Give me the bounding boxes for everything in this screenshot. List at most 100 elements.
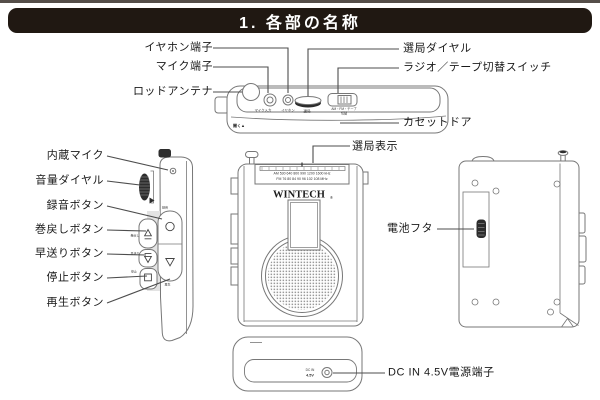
leader-fast-forward-button (106, 253, 147, 256)
callout-tuning-dial: 選局ダイヤル (403, 42, 472, 55)
callout-volume-dial: 音量ダイヤル (35, 174, 104, 187)
screw-1 (471, 179, 479, 187)
bottom-view (232, 336, 363, 392)
cassette-window (287, 199, 321, 251)
callout-dc-in-jack: DC IN 4.5V電源端子 (388, 366, 495, 379)
wintech-logo: WINTECH (273, 190, 325, 201)
bottom-face-band (244, 359, 357, 383)
ff-marking: 早送り (130, 251, 139, 256)
dc-marking-row2: 4.5V (306, 374, 314, 378)
battery-door-grip (476, 219, 486, 238)
volume-pointer (149, 197, 155, 204)
dc-jack-inner (324, 369, 330, 376)
screw-3 (553, 180, 561, 188)
earphone-jack-inner (285, 97, 291, 103)
screw-7 (547, 308, 554, 316)
callout-tuning-display: 選局表示 (352, 140, 398, 153)
antenna-knob-cap (245, 151, 259, 158)
back-view (458, 150, 587, 328)
grip-ribs (478, 223, 485, 236)
fast-forward-glyph (143, 253, 153, 264)
leader-mic-jack (213, 66, 269, 93)
play-glyph (165, 258, 175, 267)
antenna-tip (158, 149, 171, 158)
callout-rewind-button: 巻戻しボタン (35, 223, 104, 236)
switch-ridges (340, 96, 348, 103)
volume-wheel-ribs (139, 176, 150, 196)
switch-marking-1: AM・FM・テープ (331, 106, 357, 111)
logo-reg-mark: ® (330, 195, 333, 200)
record-marking: 録音 (162, 205, 168, 210)
leader-radio-tape-switch (337, 67, 399, 93)
callout-cassette-door: カセットドア (403, 116, 472, 129)
front-view (230, 151, 369, 327)
mic-jack-hole (263, 93, 277, 107)
back-top-bump (471, 155, 495, 162)
top-view (214, 83, 449, 134)
screw-2 (492, 187, 500, 195)
mic-jack-inner (266, 96, 274, 104)
tuning-dial-top (294, 96, 322, 105)
screw-4 (471, 298, 479, 306)
leader-volume-dial (106, 180, 141, 186)
leader-tuning-display (312, 145, 350, 163)
front-seams (243, 166, 358, 322)
dc-marking-row1: DC IN (306, 368, 315, 372)
leader-earphone-jack (213, 47, 289, 93)
volume-wheel-housing (150, 170, 154, 204)
leader-play-button (106, 278, 171, 304)
earphone-jack-hole (282, 94, 294, 106)
rod-antenna-circle (242, 83, 260, 101)
leader-tuning-dial (307, 48, 399, 96)
tuning-marking: 選局 (303, 109, 311, 114)
built-in-mic-dot (172, 170, 174, 172)
callout-play-button: 再生ボタン (46, 296, 104, 309)
callout-fast-forward-button: 早送りボタン (35, 247, 104, 260)
cassette-window-inner (290, 202, 318, 248)
rewind-glyph (143, 228, 153, 240)
leader-rewind-button (106, 229, 147, 232)
leader-lines (106, 47, 474, 374)
callout-stop-button: 停止ボタン (46, 271, 104, 284)
scale-ticks (261, 167, 340, 170)
speaker-grille (268, 242, 336, 310)
callout-battery-cover: 電池フタ (387, 222, 433, 235)
leader-built-in-mic (106, 155, 169, 171)
stop-marking: 停止 (131, 269, 137, 274)
callout-rod-antenna: ロッドアンテナ (132, 85, 213, 98)
open-marking: 開く▲ (233, 122, 245, 128)
built-in-mic-hole (169, 167, 177, 175)
back-seams (559, 163, 579, 328)
callout-earphone-jack: イヤホン端子 (144, 41, 213, 54)
stop-button-shape (139, 268, 158, 290)
bottom-body (232, 336, 363, 392)
switch-marking-2: 切替 (341, 111, 348, 116)
record-glyph (165, 221, 175, 232)
screw-5 (492, 298, 500, 306)
leader-record-button (106, 205, 163, 220)
leader-stop-button (106, 275, 148, 279)
side-view-markings: 録音 巻戻し 早送り 停止 再生 (130, 205, 170, 287)
scale-fm-row: FM 76 80 84 90 96 102 108 MHz (276, 177, 327, 181)
play-marking: 再生 (164, 282, 170, 287)
callout-built-in-mic: 内蔵マイク (46, 149, 104, 162)
rewind-marking: 巻戻し (130, 233, 139, 238)
scale-am-row: AM 530 640 800 990 1200 1600 kHz (273, 172, 330, 176)
section-title: 1. 各部の名称 (239, 14, 361, 32)
front-view-markings: AM 530 640 800 990 1200 1600 kHz FM 76 8… (273, 172, 333, 201)
stop-glyph (144, 273, 152, 282)
callout-record-button: 録音ボタン (46, 199, 104, 212)
bottom-view-markings: DC IN 4.5V (306, 368, 315, 378)
callout-mic-jack: マイク端子 (155, 60, 213, 73)
back-body (458, 160, 580, 328)
top-view-markings: マイク入力 イヤホン 選局 AM・FM・テープ 切替 開く▲ (233, 106, 357, 128)
volume-wheel (139, 173, 150, 201)
rewind-button-shape (138, 218, 158, 249)
side-view (138, 149, 194, 342)
screw-6 (553, 298, 561, 306)
fast-forward-button-shape (138, 249, 158, 268)
top-rule (0, 0, 600, 3)
back-antenna-cap-top (559, 150, 567, 154)
